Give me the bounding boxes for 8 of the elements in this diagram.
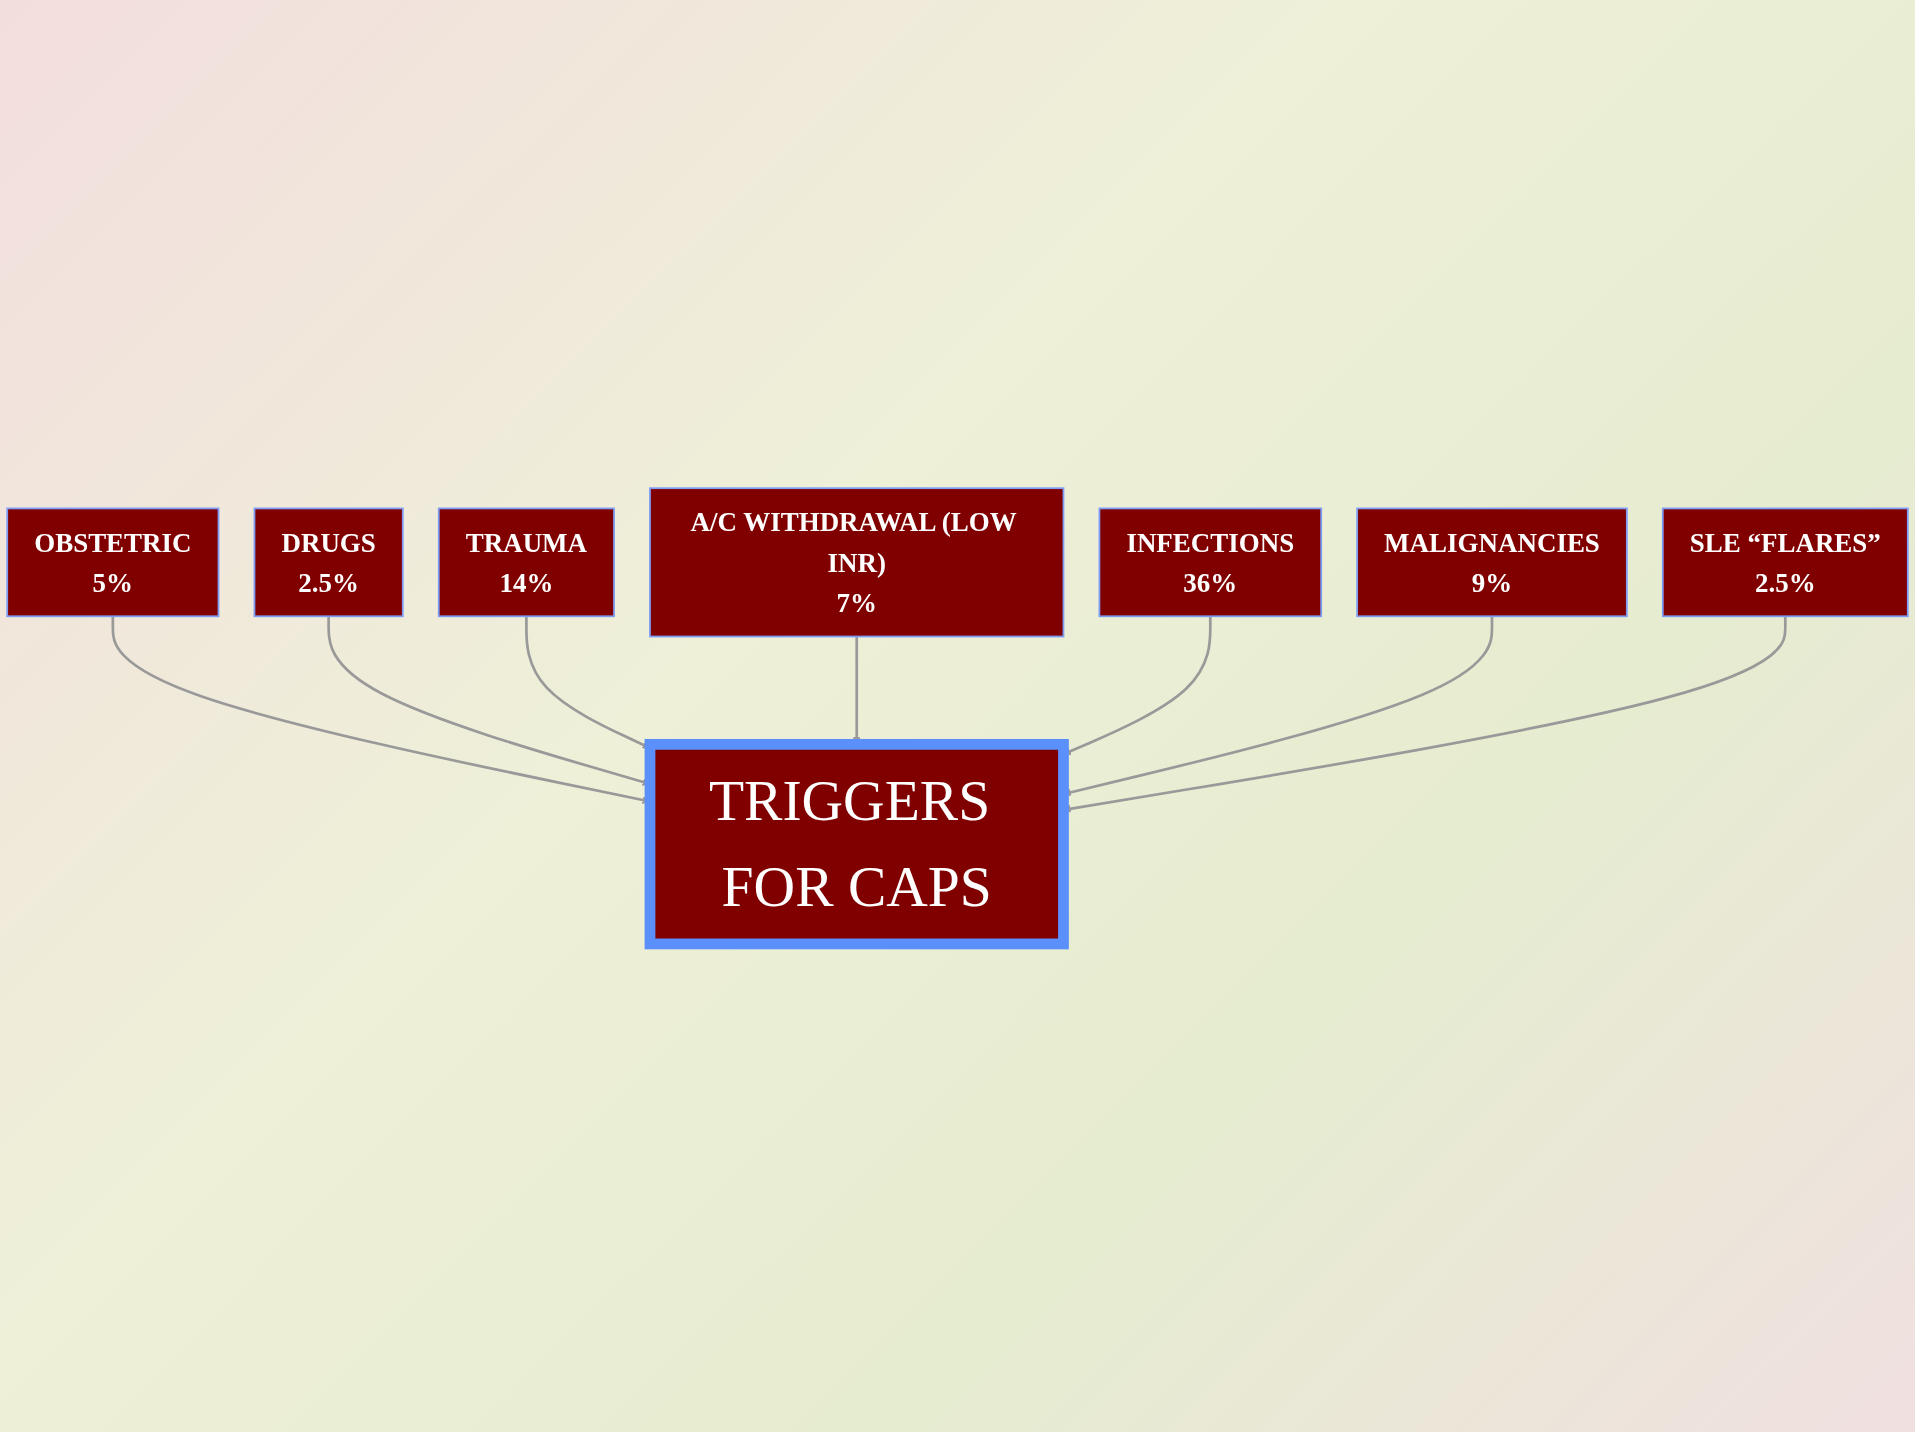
node-box: INFECTIONS 36% — [1098, 507, 1323, 618]
node-box: SLE “FLARES” 2.5% — [1661, 507, 1909, 618]
node-box: TRAUMA 14% — [437, 507, 615, 618]
node-box: MALIGNANCIES 9% — [1356, 507, 1628, 618]
node-box: DRUGS 2.5% — [253, 507, 404, 618]
node-box: OBSTETRIC 5% — [6, 507, 220, 618]
node-box: A/C WITHDRAWAL (LOW INR) 7% — [649, 487, 1065, 638]
node-box: TRIGGERS FOR CAPS — [644, 738, 1069, 950]
